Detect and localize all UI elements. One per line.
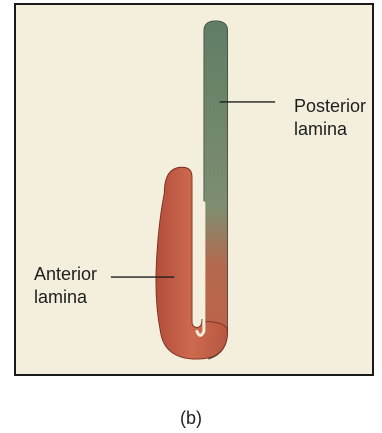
figure-panel: Posterior lamina Anterior lamina [14, 3, 374, 376]
posterior-lamina-label: Posterior lamina [294, 95, 366, 141]
anterior-lamina-label: Anterior lamina [34, 263, 97, 309]
posterior-label-line1: Posterior [294, 95, 366, 118]
posterior-label-line2: lamina [294, 118, 366, 141]
anterior-label-line1: Anterior [34, 263, 97, 286]
anterior-label-line2: lamina [34, 286, 97, 309]
figure-caption: (b) [0, 408, 382, 429]
laminae-diagram [16, 5, 372, 374]
